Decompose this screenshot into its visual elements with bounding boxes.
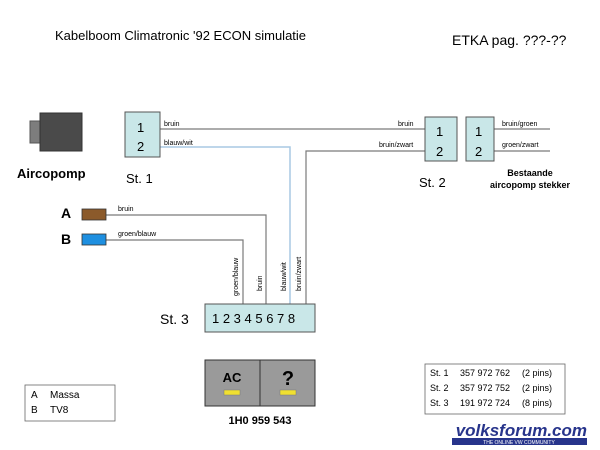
st3-label: St. 3 — [160, 311, 189, 327]
wire-label-plug-bottom: groen/zwart — [502, 142, 539, 149]
wires — [106, 128, 550, 304]
part-number: 357 972 762 — [460, 368, 510, 378]
connector-st1: 1 2 — [124, 111, 161, 158]
etka-reference: ETKA pag. ???-?? — [452, 32, 567, 48]
terminal-b-label: B — [61, 231, 71, 247]
part-id: St. 3 — [430, 398, 449, 408]
unknown-led-indicator — [279, 389, 297, 396]
st1-pin-2: 2 — [137, 139, 144, 154]
part-id: St. 2 — [430, 383, 449, 393]
climatronic-module: AC ? — [204, 359, 316, 407]
terminal-a-label: A — [61, 205, 71, 221]
terminal-b-icon — [81, 233, 107, 246]
wire-label-v2: bruin — [257, 275, 264, 291]
connector-st3: 1 2 3 4 5 6 7 8 — [204, 303, 316, 333]
part-id: St. 1 — [430, 368, 449, 378]
st2-pin-1: 1 — [436, 124, 443, 139]
wire-label-v4: bruin/zwart — [296, 257, 303, 291]
part-number: 191 972 724 — [460, 398, 510, 408]
bestaande-label-2: aircopomp stekker — [490, 180, 571, 190]
wire-label-plug-top: bruin/groen — [502, 121, 538, 128]
part-pins: (2 pins) — [522, 383, 552, 393]
wire-label-st1-top: bruin — [164, 121, 180, 128]
part-pins: (2 pins) — [522, 368, 552, 378]
wire-label-a: bruin — [118, 206, 134, 213]
plug-pin-1: 1 — [475, 124, 482, 139]
ac-led-indicator — [223, 389, 241, 396]
st3-pins: 1 2 3 4 5 6 7 8 — [212, 311, 295, 326]
pump-plug-connector: 1 2 — [465, 116, 495, 162]
diagram-title: Kabelboom Climatronic '92 ECON simulatie — [55, 28, 306, 43]
legend-box: A Massa B TV8 — [24, 384, 116, 422]
volksforum-watermark: volksforum.com THE ONLINE VW COMMUNITY — [452, 421, 587, 446]
wire-label-v3: blauw/wit — [281, 262, 288, 291]
aircopomp-icon — [29, 112, 83, 152]
module-part-number: 1H0 959 543 — [229, 415, 292, 427]
wire-label-st1-bottom: blauw/wit — [164, 140, 193, 147]
legend-value-b: TV8 — [50, 405, 69, 416]
wire-label-st2-top: bruin — [398, 121, 414, 128]
bestaande-label-1: Bestaande — [507, 168, 553, 178]
wire-blauw-wit — [160, 146, 291, 304]
legend-key-a: A — [31, 390, 38, 401]
module-ac-label: AC — [223, 370, 242, 385]
watermark-main: volksforum.com — [456, 421, 587, 440]
wire-bruin-zwart — [305, 150, 425, 304]
wire-label-v1: groen/blauw — [233, 257, 240, 296]
module-question-icon: ? — [282, 368, 294, 390]
wire-label-st2-bottom: bruin/zwart — [379, 142, 413, 149]
parts-table: St. 1 357 972 762 (2 pins) St. 2 357 972… — [424, 363, 566, 415]
part-number: 357 972 752 — [460, 383, 510, 393]
plug-pin-2: 2 — [475, 144, 482, 159]
wire-b-groen-blauw — [106, 239, 244, 304]
aircopomp-label: Aircopomp — [17, 166, 86, 181]
st2-pin-2: 2 — [436, 144, 443, 159]
wire-label-b: groen/blauw — [118, 231, 157, 238]
st1-label: St. 1 — [126, 171, 153, 186]
st2-label: St. 2 — [419, 175, 446, 190]
legend-value-a: Massa — [50, 390, 80, 401]
legend-key-b: B — [31, 405, 38, 416]
st1-pin-1: 1 — [137, 120, 144, 135]
connector-st2: 1 2 — [424, 116, 458, 162]
terminal-a-icon — [81, 208, 107, 221]
watermark-sub: THE ONLINE VW COMMUNITY — [483, 440, 555, 446]
wire-a-bruin — [106, 214, 267, 304]
part-pins: (8 pins) — [522, 398, 552, 408]
